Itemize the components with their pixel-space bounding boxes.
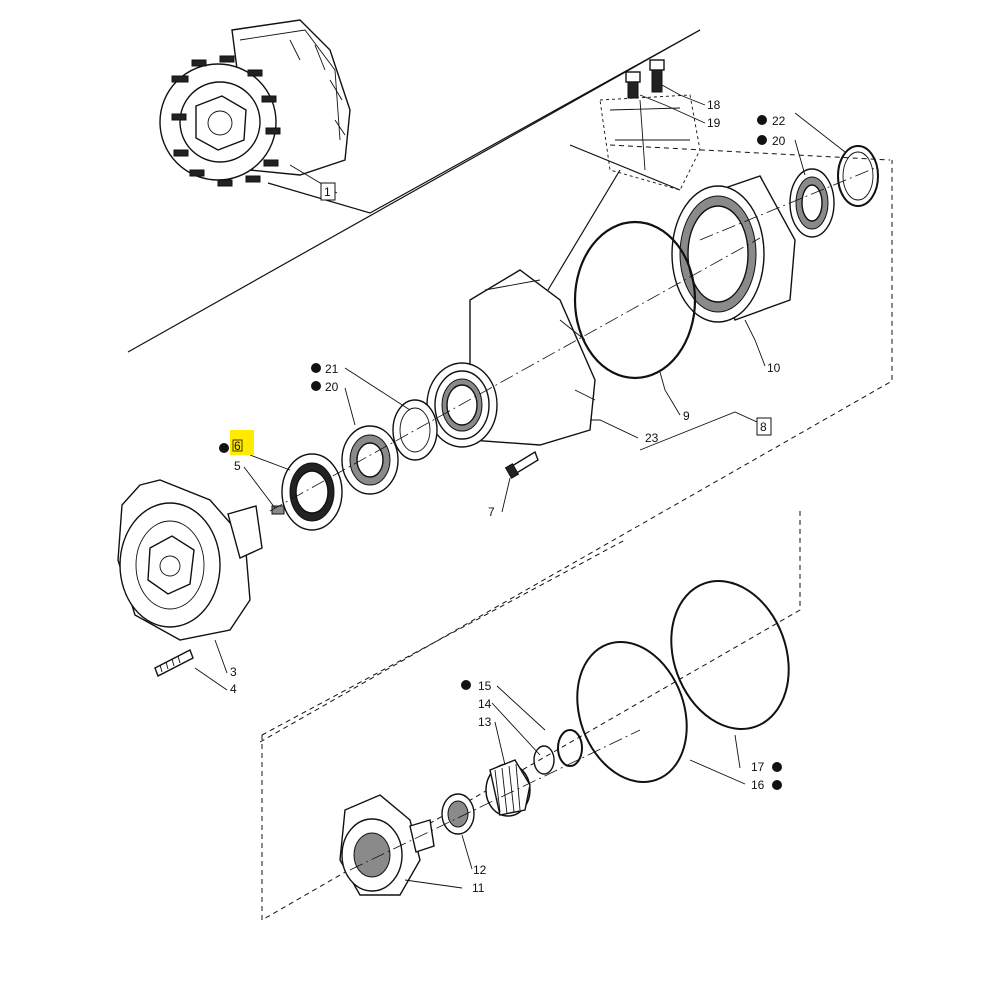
planet-carrier-part [339, 794, 435, 896]
callout-22: 22 [757, 114, 786, 128]
bearing-circlip-top-part [789, 145, 879, 238]
o-ring-9-part [573, 220, 697, 380]
callout-7: 7 [488, 505, 495, 519]
hub-flange-part [117, 479, 285, 677]
callout-23: 23 [645, 431, 659, 445]
svg-text:17: 17 [751, 760, 765, 774]
bearing-seal-middle-part [281, 399, 438, 531]
callout-5: 5 [234, 459, 241, 473]
callout-14: 14 [478, 697, 492, 711]
callout-18: 18 [707, 98, 721, 112]
breather-fittings-part [547, 59, 701, 291]
callout-19: 19 [707, 116, 721, 130]
svg-text:22: 22 [772, 114, 786, 128]
svg-text:15: 15 [478, 679, 492, 693]
hub-assembly-part [159, 19, 351, 187]
callout-4: 4 [230, 682, 237, 696]
svg-text:8: 8 [760, 420, 767, 434]
callout-20-middle: 20 [311, 380, 339, 394]
svg-text:20: 20 [772, 134, 786, 148]
callout-6-highlighted: 6 [219, 430, 254, 455]
centre-axes [269, 167, 876, 871]
callout-labels: 1 3 4 5 6 7 8 9 10 11 12 13 14 [219, 98, 786, 895]
svg-text:1: 1 [324, 185, 331, 199]
leader-lines [194, 84, 846, 889]
callout-20-top: 20 [757, 134, 786, 148]
sun-gear-part [485, 729, 583, 817]
collar-12-part [441, 793, 475, 835]
callout-21: 21 [311, 362, 339, 376]
callout-9: 9 [683, 409, 690, 423]
callout-15: 15 [461, 679, 492, 693]
callout-8: 8 [756, 417, 772, 436]
callout-11: 11 [472, 881, 485, 895]
callout-12: 12 [473, 863, 487, 877]
callout-10: 10 [767, 361, 781, 375]
svg-text:20: 20 [325, 380, 339, 394]
svg-text:21: 21 [325, 362, 339, 376]
callout-16: 16 [751, 778, 782, 792]
callout-17: 17 [751, 760, 782, 774]
callout-1: 1 [320, 182, 336, 201]
frame-lines [127, 29, 893, 921]
wheel-housing-part [426, 269, 596, 448]
bolt-7-part [504, 450, 539, 479]
ring-gear-part [671, 175, 796, 323]
callout-3: 3 [230, 665, 237, 679]
large-o-rings-part [576, 580, 790, 783]
svg-text:6: 6 [234, 439, 241, 453]
svg-text:16: 16 [751, 778, 765, 792]
callout-13: 13 [478, 715, 492, 729]
